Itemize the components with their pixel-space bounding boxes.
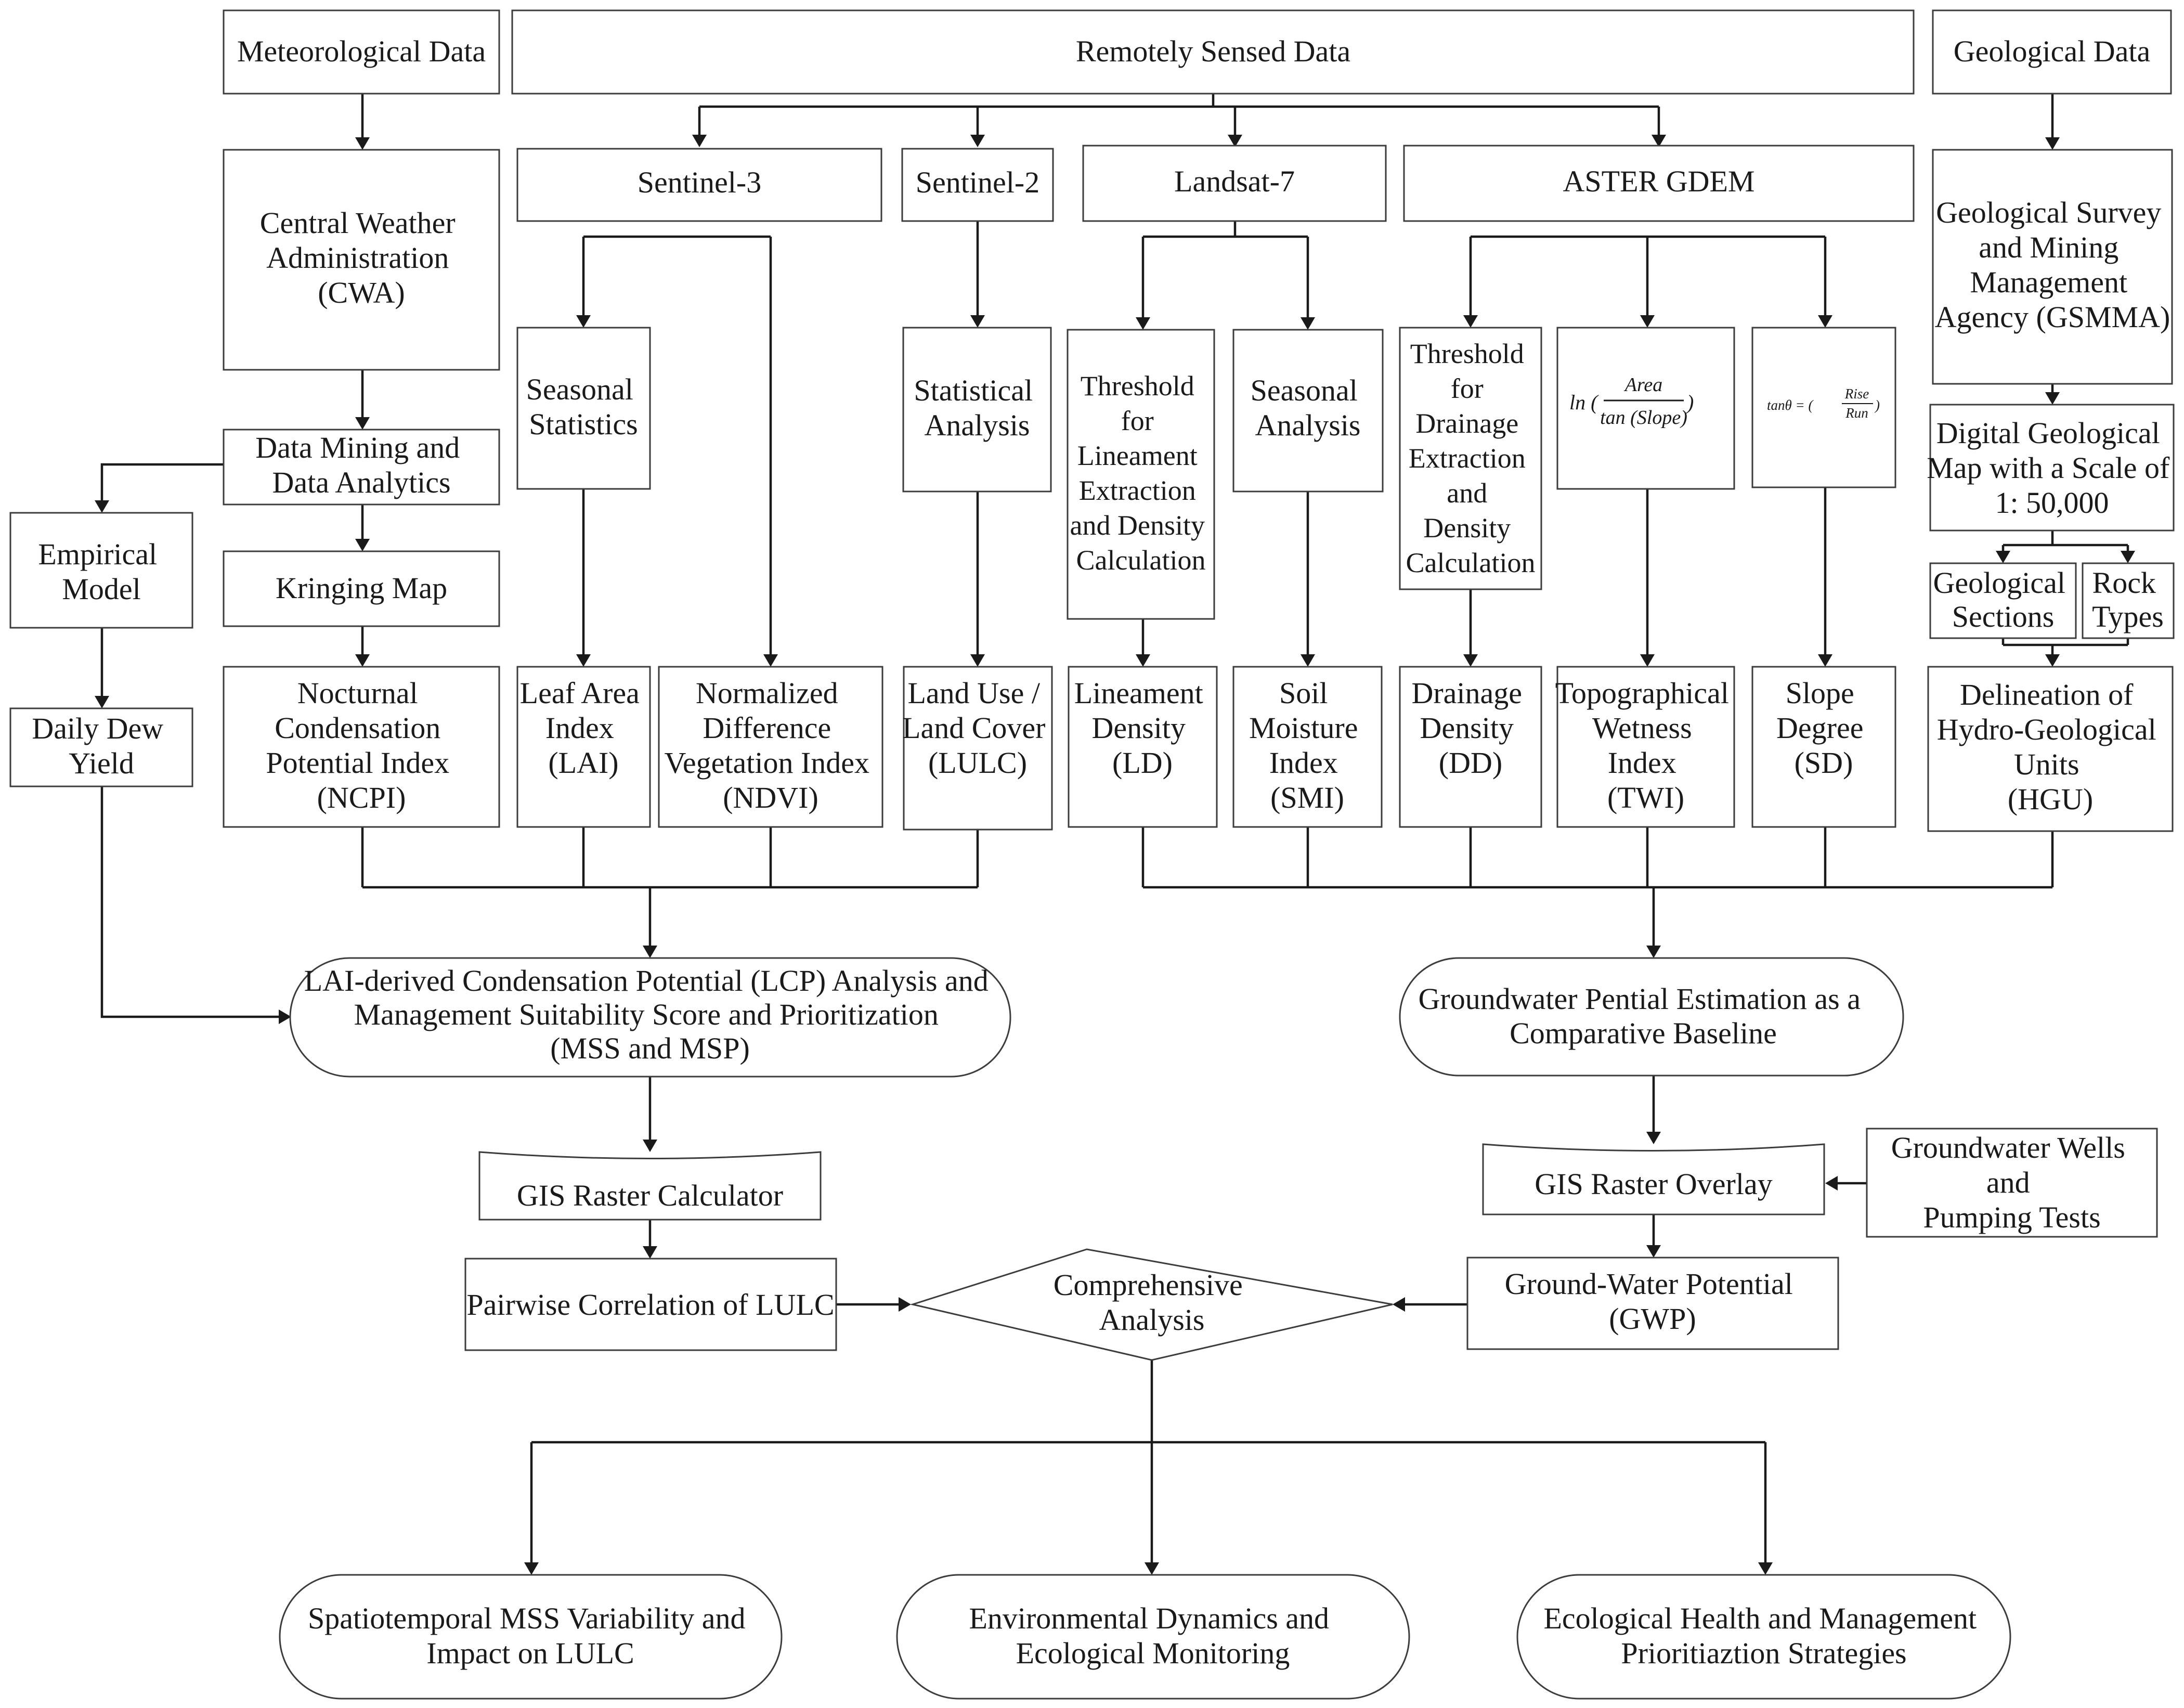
seasonal-statistics-box: Seasonal Statistics xyxy=(516,327,651,490)
gis-raster-overlay-label: GIS Raster Overlay xyxy=(1535,1167,1772,1201)
gsmma-box: Geological Survey and Mining Management … xyxy=(1932,149,2173,385)
twi-formula: ln ( Area tan (Slope) ) xyxy=(1569,374,1694,429)
lcp-analysis-label: LAI-derived Condensation Potential (LCP)… xyxy=(304,964,996,1065)
svg-text:): ) xyxy=(1686,391,1694,414)
statistical-analysis-box: Statistical Analysis xyxy=(902,327,1052,493)
svg-text:): ) xyxy=(1874,397,1880,413)
svg-text:Area: Area xyxy=(1623,374,1662,396)
seasonal-analysis-label: Seasonal Analysis xyxy=(1251,373,1366,442)
rock-types-label: Rock Types xyxy=(2092,566,2164,633)
empirical-model-label: Empirical Model xyxy=(38,537,164,606)
hgu-box: Delineation of Hydro-Geological Units (H… xyxy=(1927,666,2174,832)
groundwater-wells-box: Groundwater Wells and Pumping Tests xyxy=(1866,1128,2158,1238)
pairwise-correlation-label: Pairwise Correlation of LULC xyxy=(466,1288,834,1322)
twi-formula-box: ln ( Area tan (Slope) ) xyxy=(1556,327,1735,490)
sentinel-3-box: Sentinel-3 xyxy=(516,148,882,222)
data-mining-box: Data Mining and Data Analytics xyxy=(223,429,500,506)
statistical-analysis-label: Statistical Analysis xyxy=(914,373,1040,442)
gis-raster-overlay: GIS Raster Overlay xyxy=(1482,1143,1825,1215)
data-mining-label: Data Mining and Data Analytics xyxy=(255,431,467,499)
hgu-label: Delineation of Hydro-Geological Units (H… xyxy=(1937,678,2164,816)
twi-label: Topographical Wetness Index (TWI) xyxy=(1555,676,1737,814)
groundwater-estimation-label: Groundwater Pential Estimation as a Comp… xyxy=(1419,982,1868,1050)
lai-label: Leaf Area Index (LAI) xyxy=(520,676,647,780)
geological-sections-label: Geological Sections xyxy=(1933,566,2073,633)
meteorological-data-box: Meteorological Data xyxy=(223,9,500,95)
drainage-threshold-label: Threshold for Drainage Extraction and De… xyxy=(1406,338,1536,578)
svg-text:tanθ = (: tanθ = ( xyxy=(1767,397,1814,413)
dd-box: Drainage Density (DD) xyxy=(1399,666,1542,828)
svg-text:Rise: Rise xyxy=(1844,386,1869,402)
comprehensive-analysis-decision: Comprehensive Analysis xyxy=(909,1248,1393,1361)
ncpi-box: Nocturnal Condensation Potential Index (… xyxy=(223,666,500,828)
pairwise-correlation-box: Pairwise Correlation of LULC xyxy=(464,1258,837,1351)
lcp-analysis-terminator: LAI-derived Condensation Potential (LCP)… xyxy=(289,957,1011,1078)
geological-map-box: Digital Geological Map with a Scale of 1… xyxy=(1927,404,2177,532)
aster-gdem-box: ASTER GDEM xyxy=(1403,145,1915,222)
outcome-mss-variability-label: Spatiotemporal MSS Variability and Impac… xyxy=(308,1601,753,1670)
outcome-ecological-health: Ecological Health and Management Priorit… xyxy=(1516,1574,2011,1700)
geological-sections-box: Geological Sections xyxy=(1929,562,2077,639)
gwp-label: Ground-Water Potential (GWP) xyxy=(1505,1267,1801,1336)
ndvi-label: Normalized Difference Vegetation Index (… xyxy=(664,676,877,814)
remotely-sensed-data-label: Remotely Sensed Data xyxy=(1076,34,1350,68)
twi-box: Topographical Wetness Index (TWI) xyxy=(1555,666,1737,828)
empirical-model-box: Empirical Model xyxy=(9,512,193,629)
sentinel-3-label: Sentinel-3 xyxy=(638,165,761,199)
slope-formula-box: tanθ = ( Rise Run ) xyxy=(1751,327,1896,488)
daily-dew-yield-box: Daily Dew Yield xyxy=(9,707,193,787)
ld-box: Lineament Density (LD) xyxy=(1068,666,1218,828)
seasonal-statistics-label: Seasonal Statistics xyxy=(526,372,641,441)
sd-label: Slope Degree (SD) xyxy=(1776,676,1871,780)
groundwater-estimation-terminator: Groundwater Pential Estimation as a Comp… xyxy=(1399,957,1904,1077)
landsat-7-label: Landsat-7 xyxy=(1174,164,1295,198)
cwa-label: Central Weather Administration (CWA) xyxy=(260,206,463,309)
gsmma-label: Geological Survey and Mining Management … xyxy=(1935,196,2170,334)
kriging-map-label: Kringing Map xyxy=(276,571,447,605)
outcome-mss-variability: Spatiotemporal MSS Variability and Impac… xyxy=(279,1574,783,1700)
lulc-label: Land Use / Land Cover (LULC) xyxy=(902,676,1053,780)
seasonal-analysis-box: Seasonal Analysis xyxy=(1232,329,1384,493)
lai-box: Leaf Area Index (LAI) xyxy=(516,666,651,828)
slope-formula: tanθ = ( Rise Run ) xyxy=(1767,386,1880,421)
groundwater-wells-label: Groundwater Wells and Pumping Tests xyxy=(1891,1131,2133,1234)
gis-raster-calculator: GIS Raster Calculator xyxy=(478,1151,822,1221)
gwp-box: Ground-Water Potential (GWP) xyxy=(1466,1257,1839,1350)
outcome-ecological-health-label: Ecological Health and Management Priorit… xyxy=(1543,1601,1984,1670)
ndvi-box: Normalized Difference Vegetation Index (… xyxy=(658,666,883,828)
ld-label: Lineament Density (LD) xyxy=(1074,676,1211,780)
geological-data-label: Geological Data xyxy=(1954,34,2150,68)
daily-dew-yield-label: Daily Dew Yield xyxy=(32,711,171,780)
connectors xyxy=(95,94,2135,1575)
smi-box: Soil Moisture Index (SMI) xyxy=(1232,666,1383,828)
outcome-environmental-dynamics-label: Environmental Dynamics and Ecological Mo… xyxy=(969,1601,1336,1670)
geological-map-label: Digital Geological Map with a Scale of 1… xyxy=(1927,416,2177,520)
rock-types-box: Rock Types xyxy=(2082,562,2175,639)
svg-text:Run: Run xyxy=(1845,405,1868,421)
cwa-box: Central Weather Administration (CWA) xyxy=(223,149,500,371)
svg-text:ln (: ln ( xyxy=(1569,391,1599,414)
sentinel-2-label: Sentinel-2 xyxy=(916,165,1039,199)
svg-text:tan (Slope): tan (Slope) xyxy=(1600,407,1687,429)
remotely-sensed-data-box: Remotely Sensed Data xyxy=(511,9,1915,95)
lineament-threshold-label: Threshold for Lineament Extraction and D… xyxy=(1070,370,1212,576)
lineament-threshold-box: Threshold for Lineament Extraction and D… xyxy=(1067,329,1215,620)
sentinel-2-box: Sentinel-2 xyxy=(901,148,1054,222)
comprehensive-analysis-label: Comprehensive Analysis xyxy=(1054,1268,1251,1337)
outcome-environmental-dynamics: Environmental Dynamics and Ecological Mo… xyxy=(896,1574,1410,1700)
sd-box: Slope Degree (SD) xyxy=(1751,666,1896,828)
gis-raster-calculator-label: GIS Raster Calculator xyxy=(517,1179,783,1212)
meteorological-data-label: Meteorological Data xyxy=(237,34,486,68)
drainage-threshold-box: Threshold for Drainage Extraction and De… xyxy=(1399,327,1542,590)
landsat-7-box: Landsat-7 xyxy=(1082,145,1387,222)
dd-label: Drainage Density (DD) xyxy=(1411,676,1529,780)
lulc-box: Land Use / Land Cover (LULC) xyxy=(902,666,1053,831)
smi-label: Soil Moisture Index (SMI) xyxy=(1249,676,1366,814)
ncpi-label: Nocturnal Condensation Potential Index (… xyxy=(266,676,457,814)
kriging-map-box: Kringing Map xyxy=(223,550,500,627)
geological-data-box: Geological Data xyxy=(1932,9,2172,95)
aster-gdem-label: ASTER GDEM xyxy=(1563,164,1755,198)
